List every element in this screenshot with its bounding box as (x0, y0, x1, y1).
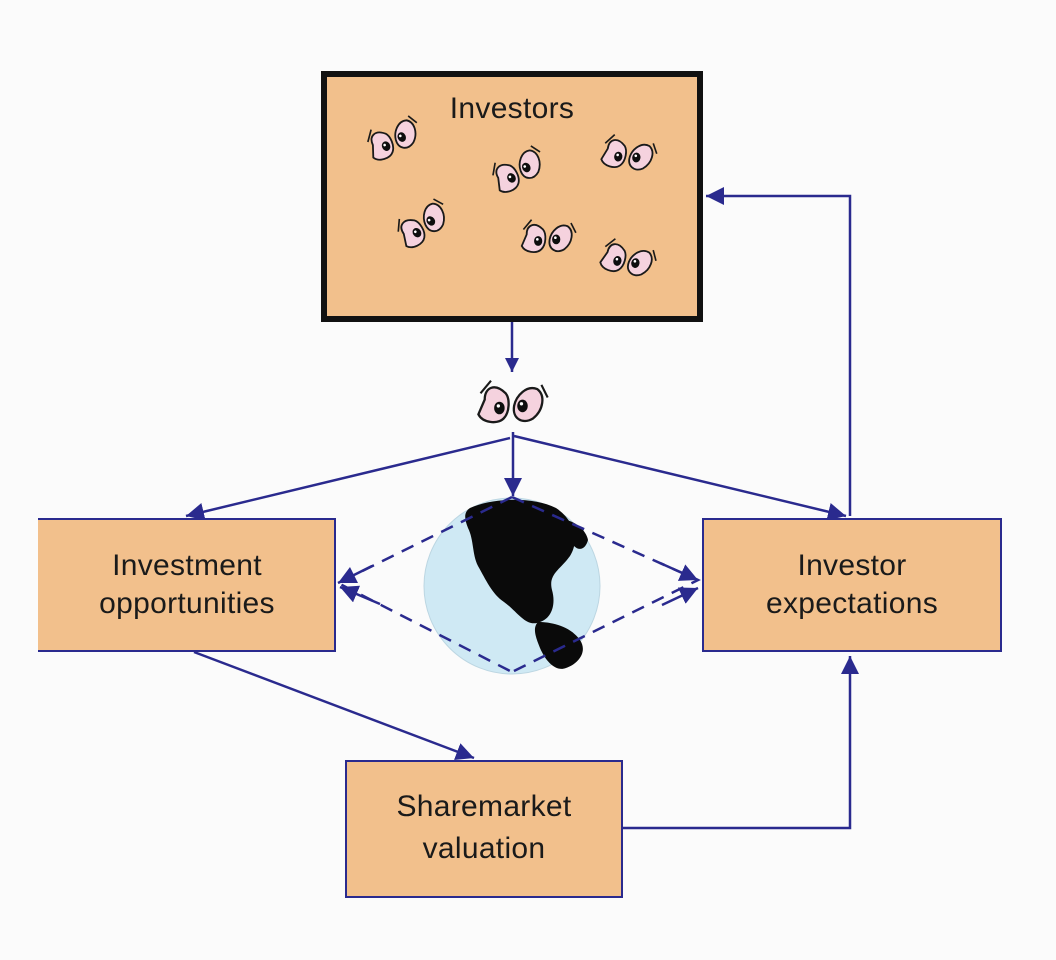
arrowhead-to-opportunities-upper (337, 564, 373, 585)
globe-icon (423, 497, 601, 675)
investment-opportunities-line1: Investment (112, 549, 262, 582)
investment-opportunities-line2: opportunities (99, 587, 275, 620)
investors-label: Investors (449, 92, 575, 125)
arrow-eyes-to-opportunities (185, 436, 511, 521)
arrow-expectations-to-investors (706, 187, 852, 516)
investors-box (321, 71, 703, 322)
investment-opportunities-box (38, 518, 336, 652)
investor-expectations-box (702, 518, 1002, 652)
eyes-icon (477, 379, 549, 424)
arrowhead-to-opportunities-lower (339, 585, 381, 606)
investor-expectations-line2: expectations (765, 587, 939, 620)
sharemarket-valuation-line2: valuation (422, 832, 546, 865)
arrow-eyes-to-expectations (513, 434, 847, 521)
arrowhead-to-expectations-lower (661, 586, 699, 607)
arrowhead-to-expectations-upper (659, 561, 699, 582)
sharemarket-valuation-line1: Sharemarket (396, 790, 572, 823)
investor-expectations-line1: Investor (797, 549, 907, 582)
arrow-opportunities-to-valuation (193, 650, 475, 761)
sharemarket-valuation-box (345, 760, 623, 898)
arrow-valuation-to-expectations (622, 656, 859, 830)
